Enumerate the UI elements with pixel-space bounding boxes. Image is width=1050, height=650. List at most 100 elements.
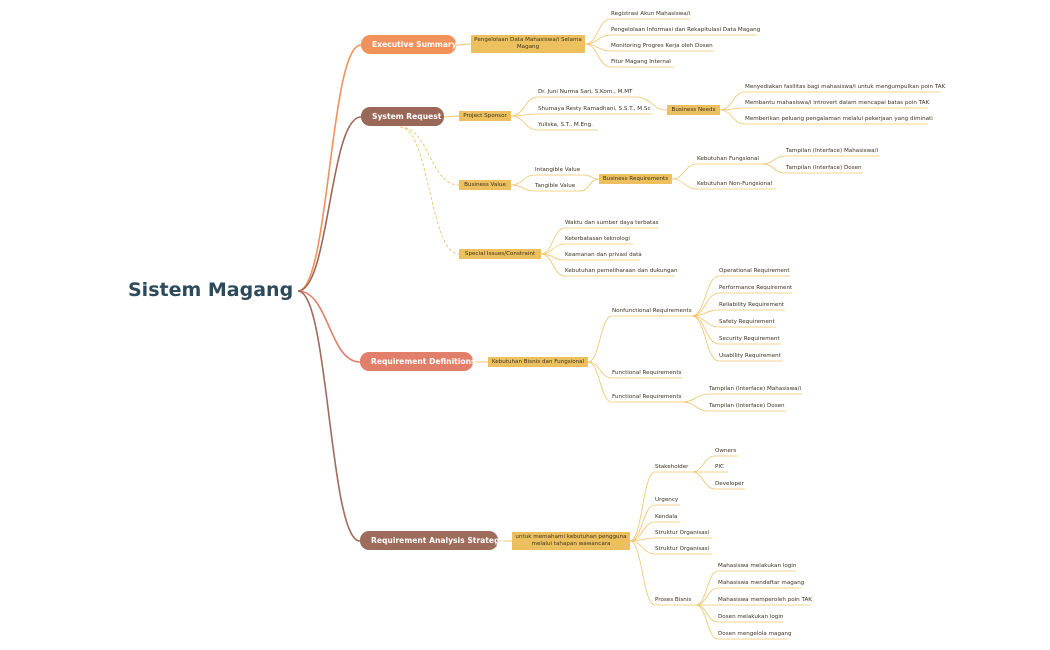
leaf-sponsor-3: Yuliska, S.T., M.Eng. bbox=[538, 122, 593, 128]
connector-line bbox=[510, 115, 539, 131]
leaf-issue-4: Kebutuhan pemeliharaan dan dukungan bbox=[565, 268, 678, 274]
leaf-sponsor-1: Dr. Juni Nurma Sari, S.Kom., M.MT bbox=[538, 89, 633, 95]
connector-line bbox=[691, 292, 720, 317]
connector-line bbox=[681, 401, 710, 412]
topic-pengelolaan-data[interactable]: Pengelolaan Data Mahasiswa/i Selama Maga… bbox=[471, 35, 585, 53]
topic-kebutuhan-bisnis[interactable]: Kebutuhan Bisnis dan Fungsional bbox=[488, 357, 588, 367]
leaf-fungsional-dosen: Tampilan (Interface) Dosen bbox=[786, 165, 862, 171]
leaf-fr-dosen: Tampilan (Interface) Dosen bbox=[709, 403, 785, 409]
leaf-functional-2: Functional Requirements bbox=[612, 394, 682, 400]
leaf-nfr-usability: Usability Requirement bbox=[719, 353, 781, 359]
root-topic: Sistem Magang bbox=[128, 279, 294, 301]
branch-system-request[interactable]: System Request bbox=[361, 107, 444, 126]
topic-business-requirements[interactable]: Business Requirements bbox=[599, 174, 672, 184]
leaf-nfr-security: Security Requirement bbox=[719, 336, 780, 342]
connector-line bbox=[584, 43, 612, 68]
connector-line bbox=[695, 570, 719, 606]
leaf-proses-5: Dosen mengelola magang bbox=[718, 631, 792, 637]
connector-line bbox=[583, 174, 600, 180]
connector-line bbox=[691, 471, 716, 490]
connector-line bbox=[629, 540, 656, 606]
leaf-proses-bisnis: Proses Bisnis bbox=[655, 597, 692, 603]
topic-special-issues[interactable]: Special Issues/Constraint bbox=[459, 249, 541, 259]
connector-line bbox=[691, 309, 720, 317]
leaf-issue-1: Waktu dan sumber daya terbatas bbox=[565, 220, 659, 226]
topic-business-value[interactable]: Business Value bbox=[459, 180, 511, 190]
leaf-fitur-magang: Fitur Magang Internal bbox=[611, 59, 671, 65]
leaf-pengelolaan-informasi: Pengelolaan Informasi dan Rekapitulasi D… bbox=[611, 27, 761, 33]
leaf-fungsional-mahasiswa: Tampilan (Interface) Mahasiswa/i bbox=[786, 148, 879, 154]
connector-line bbox=[584, 18, 612, 45]
connector-line bbox=[695, 587, 719, 606]
edge-root-system bbox=[297, 116, 362, 292]
topic-wawancara[interactable]: untuk memahami kebutuhan pengguna melalu… bbox=[512, 532, 630, 550]
leaf-issue-3: Keamanan dan privasi data bbox=[565, 252, 642, 258]
connector-line bbox=[761, 163, 787, 174]
edge-root-definitions bbox=[297, 290, 361, 363]
connector-line bbox=[691, 315, 720, 362]
leaf-kebutuhan-fungsional: Kebutuhan Fungsional bbox=[697, 156, 759, 162]
connector-line bbox=[695, 604, 719, 640]
leaf-nfr-operational: Operational Requirement bbox=[719, 268, 790, 274]
leaf-struktur-organisasi-2: Struktur Organisasi bbox=[655, 546, 710, 552]
connector-line bbox=[540, 243, 566, 255]
leaf-proses-3: Mahasiswa memperoleh poin TAK bbox=[718, 597, 812, 603]
leaf-fr-mahasiswa: Tampilan (Interface) Mahasiswa/i bbox=[709, 386, 802, 392]
connector-line bbox=[671, 163, 698, 180]
branch-requirement-analysis-strategy[interactable]: Requirement Analysis Strategy bbox=[360, 531, 504, 550]
leaf-intangible-value: Intangible Value bbox=[535, 167, 581, 173]
connector-line bbox=[719, 91, 746, 111]
leaf-need-3: Memberikan peluang pengalaman melalui pe… bbox=[745, 116, 933, 122]
connector-line bbox=[587, 361, 613, 403]
leaf-registrasi: Registrasi Akun Mahasiswa/i bbox=[611, 11, 691, 17]
leaf-urgency: Urgency bbox=[655, 497, 679, 503]
leaf-proses-4: Dosen melakukan login bbox=[718, 614, 784, 620]
leaf-nfr-reliability: Reliability Requirement bbox=[719, 302, 785, 308]
connector-line bbox=[579, 178, 600, 192]
connector-line bbox=[510, 174, 536, 186]
leaf-owners: Owners bbox=[715, 448, 737, 454]
leaf-sponsor-2: Shumaya Resty Ramadhani, S.S.T., M.Sc bbox=[538, 106, 651, 112]
leaf-monitoring: Monitoring Progres Kerja oleh Dosen bbox=[611, 43, 713, 49]
leaf-need-1: Menyediakan fasilitas bagi mahasiswa/i u… bbox=[745, 84, 946, 90]
connector-line bbox=[584, 34, 612, 45]
connector-line bbox=[540, 227, 566, 255]
connector-line bbox=[681, 393, 710, 403]
topic-business-needs[interactable]: Business Needs bbox=[667, 105, 720, 115]
edge-dashed-business-value bbox=[399, 126, 460, 186]
leaf-struktur-organisasi-1: Struktur Organisasi bbox=[655, 530, 710, 536]
connector-line bbox=[455, 43, 472, 46]
leaf-proses-1: Mahasiswa melakukan login bbox=[718, 563, 797, 569]
leaf-proses-2: Mahasiswa mendaftar magang bbox=[718, 580, 805, 586]
connector-line bbox=[691, 275, 720, 317]
edge-dashed-special-issues bbox=[399, 126, 460, 255]
connector-line bbox=[719, 109, 746, 125]
connector-line bbox=[671, 178, 698, 190]
leaf-developer: Developer bbox=[715, 481, 744, 487]
edge-root-executive bbox=[297, 44, 362, 292]
leaf-tangible-value: Tangible Value bbox=[535, 183, 576, 189]
leaf-kebutuhan-non-fungsional: Kebutuhan Non-Fungsional bbox=[697, 181, 773, 187]
connector-line bbox=[629, 504, 656, 542]
leaf-need-2: Membantu mahasiswa/i introvert dalam men… bbox=[745, 100, 930, 106]
leaf-pic: PIC bbox=[715, 464, 724, 470]
branch-executive-summary[interactable]: Executive Summary bbox=[361, 35, 457, 54]
branch-requirement-definitions[interactable]: Requirement Definitions bbox=[360, 352, 476, 371]
leaf-stakeholder: Stakeholder bbox=[655, 464, 689, 470]
topic-project-sponsor[interactable]: Project Sponsor bbox=[459, 111, 511, 121]
connector-line bbox=[695, 604, 719, 623]
leaf-nfr-safety: Safety Requirement bbox=[719, 319, 775, 325]
connector-line bbox=[587, 315, 613, 363]
edge-root-analysis bbox=[297, 290, 361, 542]
leaf-nfr-performance: Performance Requirement bbox=[719, 285, 793, 291]
connector-line bbox=[629, 521, 656, 542]
connector-line bbox=[629, 540, 656, 555]
connector-line bbox=[510, 96, 539, 117]
leaf-kendala: Kendala bbox=[655, 514, 678, 520]
leaf-functional-1: Functional Requirements bbox=[612, 370, 682, 376]
connector-line bbox=[629, 471, 656, 542]
leaf-issue-2: Keterbatasan teknologi bbox=[565, 236, 630, 242]
connector-line bbox=[587, 361, 613, 379]
connector-line bbox=[443, 115, 460, 118]
